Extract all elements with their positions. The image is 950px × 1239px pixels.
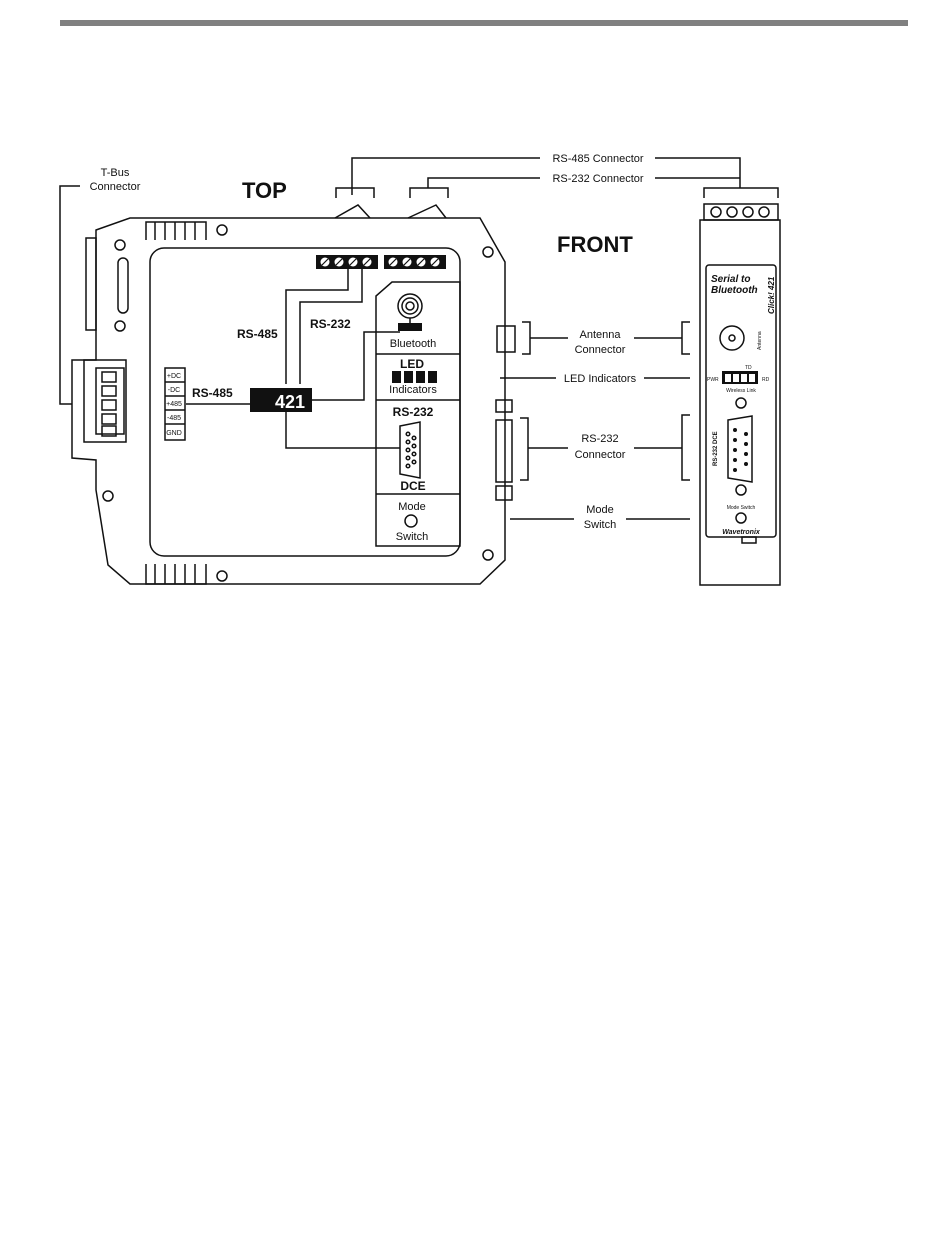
rs485-connector-label: RS-485 Connector [552,153,643,165]
rs232-connector2-label-1: RS-232 [581,433,618,445]
logo-text: 421 [275,392,305,412]
terminal-label: +485 [166,401,182,408]
antenna-connector-label-1: Antenna [580,329,622,341]
terminal-label: -485 [167,415,181,422]
header-rule [60,20,908,26]
rs485-left-label: RS-485 [192,386,233,400]
front-title-2: Bluetooth [711,285,758,296]
dce-label: DCE [400,479,425,493]
front-brand: Wavetronix [722,529,761,536]
terminal-label: +DC [167,373,181,380]
front-rs232-dce: RS-232 DCE [713,431,719,466]
logo-badge [250,388,312,412]
tbus-label-2: Connector [90,181,141,193]
rs232-wire-label: RS-232 [310,317,351,331]
front-view-heading: FRONT [557,232,633,257]
mode-switch-label-1: Mode [586,504,614,516]
front-model: Click! 421 [767,276,776,314]
led-label-2: Indicators [389,384,437,396]
mode-switch-label-2: Switch [584,519,616,531]
rs232-connector-label: RS-232 Connector [552,173,643,185]
rs232-panel-label: RS-232 [393,405,434,419]
mode-panel-label-1: Mode [398,501,426,513]
terminal-label: -DC [168,387,180,394]
tbus-label-1: T-Bus [101,167,130,179]
top-view-heading: TOP [242,178,287,203]
bluetooth-label: Bluetooth [390,338,436,350]
antenna-connector-label-2: Connector [575,344,626,356]
led-label-1: LED [400,357,424,371]
front-mode-switch: Mode Switch [727,505,756,511]
front-title-1: Serial to [711,274,750,285]
front-rd: RD [762,377,770,383]
mode-panel-label-2: Switch [396,531,428,543]
front-pwr: PWR [707,377,719,383]
terminal-label: GND [166,430,182,437]
front-td: TD [745,365,752,371]
top-view-body [71,217,506,585]
front-wireless-link: Wireless Link [726,388,756,394]
led-indicators-label: LED Indicators [564,373,637,385]
rs232-connector2-label-2: Connector [575,449,626,461]
rs485-wire-label: RS-485 [237,327,278,341]
front-antenna: Antenna [757,331,763,350]
